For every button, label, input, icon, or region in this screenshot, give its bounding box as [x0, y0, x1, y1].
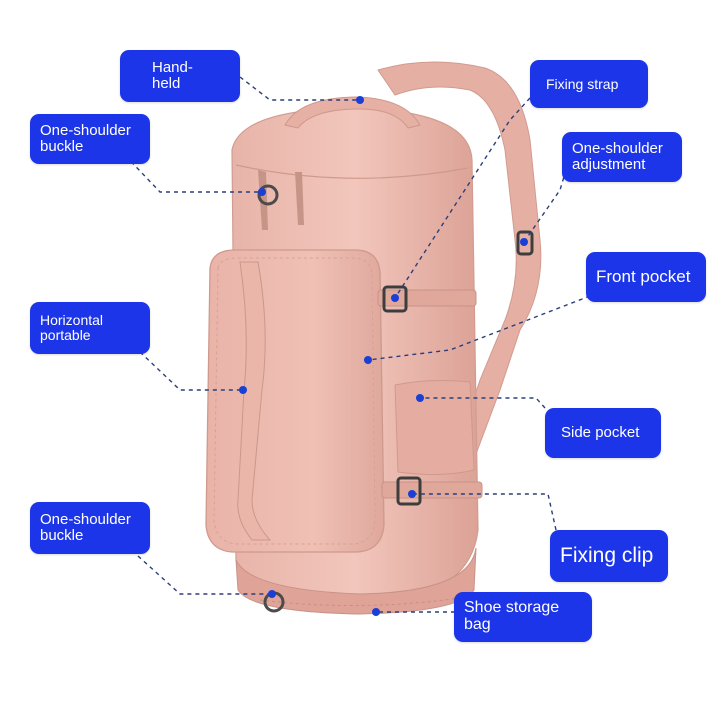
dot-fixing-strap: [391, 294, 399, 302]
dot-side-pocket: [416, 394, 424, 402]
zipper-pull: [295, 172, 304, 225]
dot-hand-held: [356, 96, 364, 104]
lid-seam: [235, 164, 469, 179]
upper-strap: [377, 289, 477, 307]
dot-fixing-clip: [408, 490, 416, 498]
dot-buckle-top: [258, 188, 266, 196]
dot-shoe-bag: [372, 608, 380, 616]
label-hand-held: Hand- held: [120, 50, 240, 102]
shoulder-adjust-buckle: [516, 230, 534, 256]
dot-front-pocket: [364, 356, 372, 364]
leader-buckle-bottom: [137, 555, 272, 595]
vertical-handle: [237, 261, 272, 541]
side-pocket-panel: [394, 380, 475, 476]
top-ring-buckle: [257, 184, 279, 206]
dot-buckle-bottom: [268, 590, 276, 598]
leader-front-pocket: [367, 295, 591, 361]
label-horizontal-portable: Horizontal portable: [30, 302, 150, 354]
shoulder-strap: [377, 61, 542, 471]
label-fixing-strap: Fixing strap: [530, 60, 648, 108]
lower-strap: [381, 481, 483, 499]
leader-fixing-strap: [394, 97, 531, 299]
leader-buckle-top: [119, 149, 262, 193]
label-shoe-storage-bag: Shoe storage bag: [454, 592, 592, 642]
dot-horizontal: [239, 386, 247, 394]
label-side-pocket: Side pocket: [545, 408, 661, 458]
label-front-pocket: Front pocket: [586, 252, 706, 302]
upper-buckle: [382, 285, 408, 313]
leader-hand-held: [239, 76, 360, 101]
top-handle: [284, 96, 421, 129]
lower-buckle: [396, 476, 422, 506]
front-pocket-panel: [205, 249, 385, 553]
label-fixing-clip: Fixing clip: [550, 530, 668, 582]
dot-adjustment: [520, 238, 528, 246]
leader-horizontal: [139, 351, 243, 391]
leader-side-pocket: [420, 397, 546, 409]
label-one-shoulder-buckle-top: One-shoulder buckle: [30, 114, 150, 164]
label-one-shoulder-buckle-bottom: One-shoulder buckle: [30, 502, 150, 554]
shoe-compartment: [235, 547, 477, 615]
pocket-stitch: [213, 257, 376, 545]
label-one-shoulder-adjustment: One-shoulder adjustment: [562, 132, 682, 182]
